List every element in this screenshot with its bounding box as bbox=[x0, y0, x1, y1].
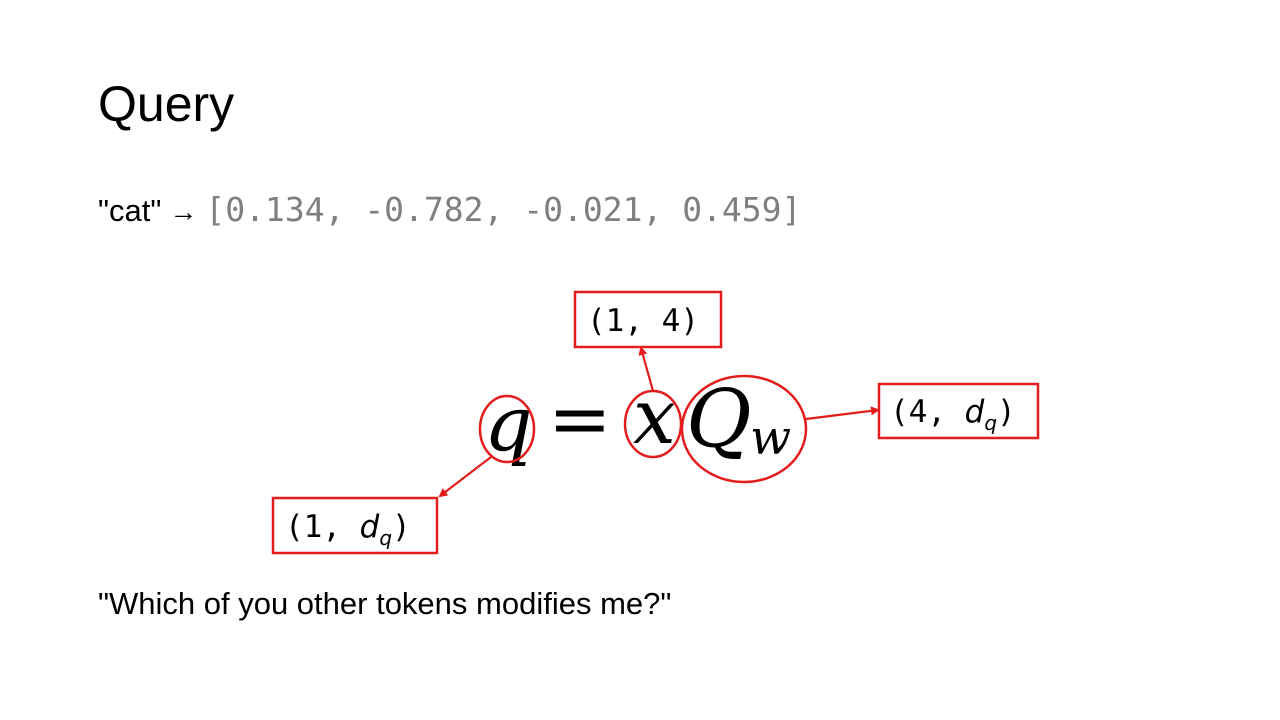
qw-to-shape-arrow bbox=[805, 406, 880, 421]
weight-shape-sub: q bbox=[984, 411, 997, 435]
input-shape-box bbox=[573, 290, 723, 349]
x-to-shape-arrow bbox=[638, 346, 655, 392]
equation-subscript-w: w bbox=[750, 410, 791, 466]
weight-shape-prefix: (4, bbox=[890, 394, 965, 430]
output-shape-label: (1, dq) bbox=[285, 509, 411, 550]
qw-highlight-circle bbox=[680, 374, 808, 484]
slide-caption: "Which of you other tokens modifies me?" bbox=[98, 586, 672, 621]
equation-x: x bbox=[633, 372, 676, 461]
weight-shape-box bbox=[877, 382, 1040, 440]
embedding-vector: [0.134, -0.782, -0.021, 0.459] bbox=[205, 190, 802, 229]
token-embedding-line: "cat" → [0.134, -0.782, -0.021, 0.459] bbox=[98, 190, 801, 234]
weight-shape-suffix: ) bbox=[997, 394, 1016, 430]
input-shape-label: (1, 4) bbox=[587, 303, 699, 339]
token-label: "cat" bbox=[98, 193, 162, 228]
weight-shape-var: d bbox=[965, 394, 985, 430]
slide-title: Query bbox=[98, 76, 235, 132]
output-shape-var: d bbox=[360, 509, 380, 545]
equation-equals: = bbox=[548, 374, 612, 463]
equation-Q: Q bbox=[686, 372, 752, 465]
output-shape-box bbox=[271, 496, 439, 555]
q-to-shape-arrow bbox=[438, 456, 492, 498]
right-arrow-icon: → bbox=[169, 196, 198, 227]
output-shape-prefix: (1, bbox=[285, 509, 360, 545]
output-shape-suffix: ) bbox=[392, 509, 411, 545]
q-highlight-circle bbox=[478, 394, 536, 464]
weight-shape-label: (4, dq) bbox=[890, 394, 1016, 435]
output-shape-sub: q bbox=[379, 526, 392, 550]
